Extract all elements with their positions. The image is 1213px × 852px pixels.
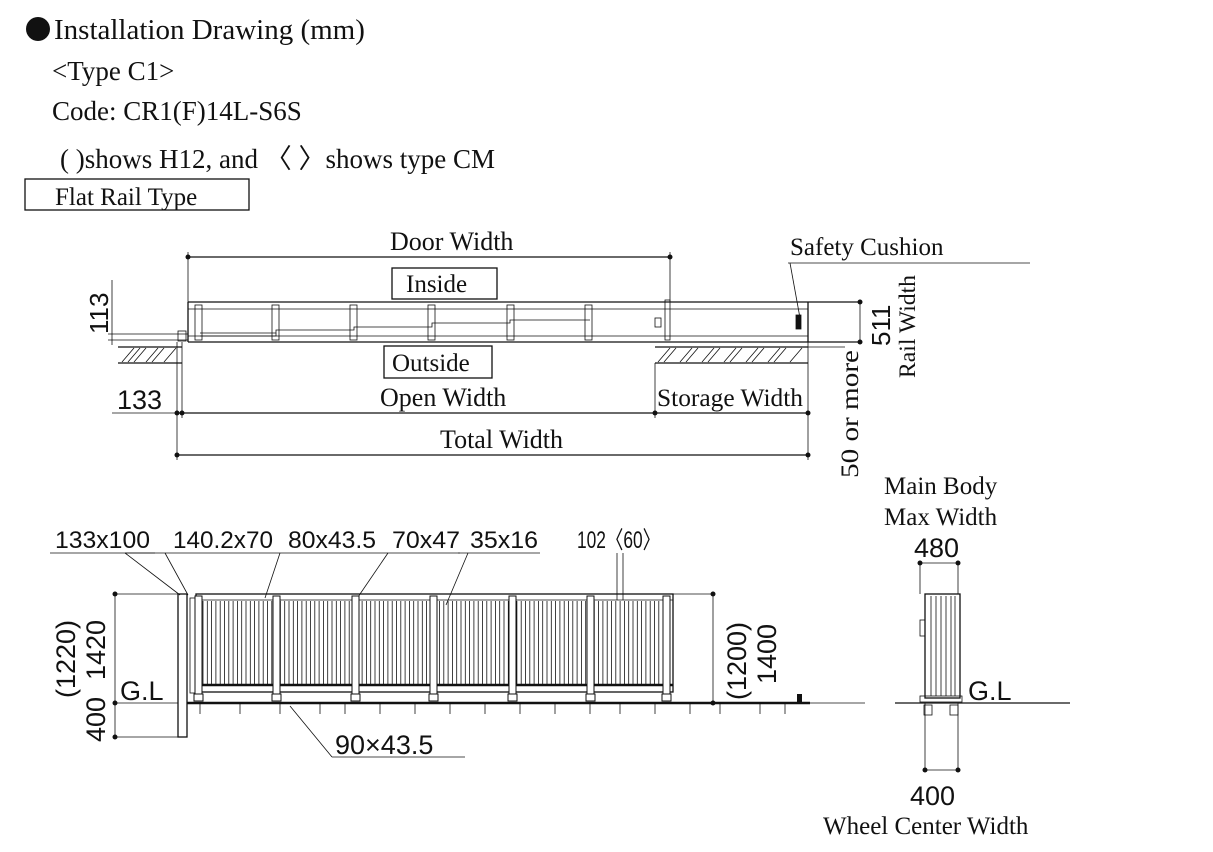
embed-depth: 400 (81, 697, 111, 742)
panel-post (351, 595, 360, 695)
elevation-view: 133x100 140.2x70 80x43.5 70x47 35x16 102… (50, 527, 865, 760)
frame3-size: 70x47 (392, 527, 460, 554)
type-label: <Type C1> (52, 56, 174, 86)
total-width-label: Total Width (440, 425, 563, 454)
main-body-label: Main Body (884, 473, 998, 500)
storage-width-label: Storage Width (657, 385, 804, 412)
rail-type-box (24, 178, 250, 211)
wheel-icon (507, 693, 518, 702)
safety-cushion-label: Safety Cushion (790, 234, 944, 261)
panel-post (194, 595, 203, 695)
max-width-label: Max Width (884, 504, 998, 531)
side-ground-level: G.L (968, 676, 1012, 706)
wheel-icon (428, 693, 439, 702)
side-dim-400: 400 (910, 781, 955, 811)
plan-view: Door Width Inside Safety Cushion (84, 227, 1030, 478)
panel-post (429, 595, 438, 695)
wheel-icon (271, 693, 282, 702)
code-label: Code: CR1(F)14L-S6S (52, 96, 302, 126)
door-width-label: Door Width (390, 227, 513, 256)
wheel-icon (350, 693, 361, 702)
panel-post (272, 595, 281, 695)
ground-hatch-left (118, 346, 182, 364)
wheel-icon (585, 693, 596, 702)
panel-post (662, 595, 671, 695)
dim-511: 511 (866, 305, 896, 346)
wheel-center-width-label: Wheel Center Width (823, 813, 1029, 840)
top-size: 102〈60〉 (577, 527, 660, 554)
drawing-title: Installation Drawing (mm) (54, 14, 365, 46)
wheel-icon (661, 693, 672, 702)
clearance-label: 50 or more (837, 350, 864, 478)
outside-label: Outside (392, 350, 470, 377)
post-size: 133x100 (55, 527, 150, 554)
side-body (924, 593, 961, 699)
slat-size: 35x16 (470, 527, 538, 554)
gate-post (177, 593, 188, 738)
inside-box (391, 267, 498, 300)
dim-113: 113 (84, 293, 114, 334)
dim-133: 133 (117, 385, 162, 415)
right-height-h14: 1400 (752, 624, 782, 684)
frame1-size: 140.2x70 (173, 527, 273, 554)
left-height-h12: (1220) (51, 620, 81, 698)
right-height-h12: (1200) (722, 622, 752, 700)
left-height-h14: 1420 (81, 620, 111, 680)
rail-type-label: Flat Rail Type (55, 184, 197, 211)
bottom-rail-size: 90×43.5 (335, 730, 433, 760)
ground-level-label: G.L (120, 676, 164, 706)
outside-box (383, 345, 493, 379)
notes-label: ( )shows H12, and 〈 〉shows type CM (60, 144, 495, 174)
open-width-label: Open Width (380, 383, 506, 412)
bullet-icon (26, 17, 50, 41)
frame2-size: 80x43.5 (288, 527, 376, 554)
inside-label: Inside (406, 271, 467, 298)
side-view: Main Body Max Width 480 G.L 400 Wheel Ce… (823, 473, 1070, 840)
ground-hatch-right (655, 346, 808, 364)
side-dim-480: 480 (914, 533, 959, 563)
wheel-icon (193, 693, 204, 702)
panel-post (508, 595, 517, 695)
panel-post (586, 595, 595, 695)
rail-width-label: Rail Width (895, 274, 920, 378)
